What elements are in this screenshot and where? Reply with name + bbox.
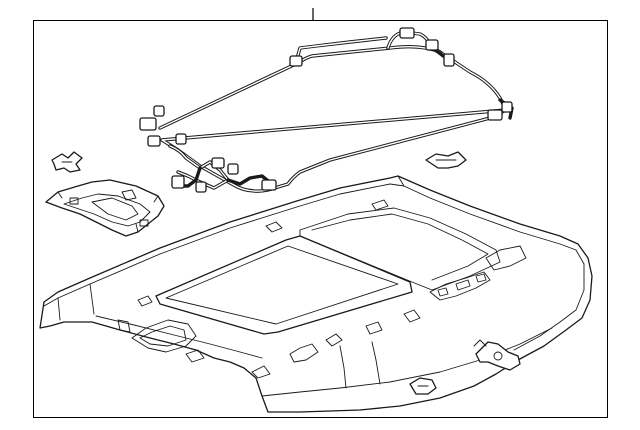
retainer-clip <box>409 377 437 395</box>
sunshade-bracket <box>473 339 521 371</box>
roof-wiring-harness <box>139 27 514 193</box>
harness-clip-left <box>51 151 83 173</box>
harness-clip-right <box>425 151 467 169</box>
overhead-console-bracket <box>45 179 165 237</box>
diagram-frame <box>33 20 608 418</box>
headliner-panel <box>39 175 593 413</box>
